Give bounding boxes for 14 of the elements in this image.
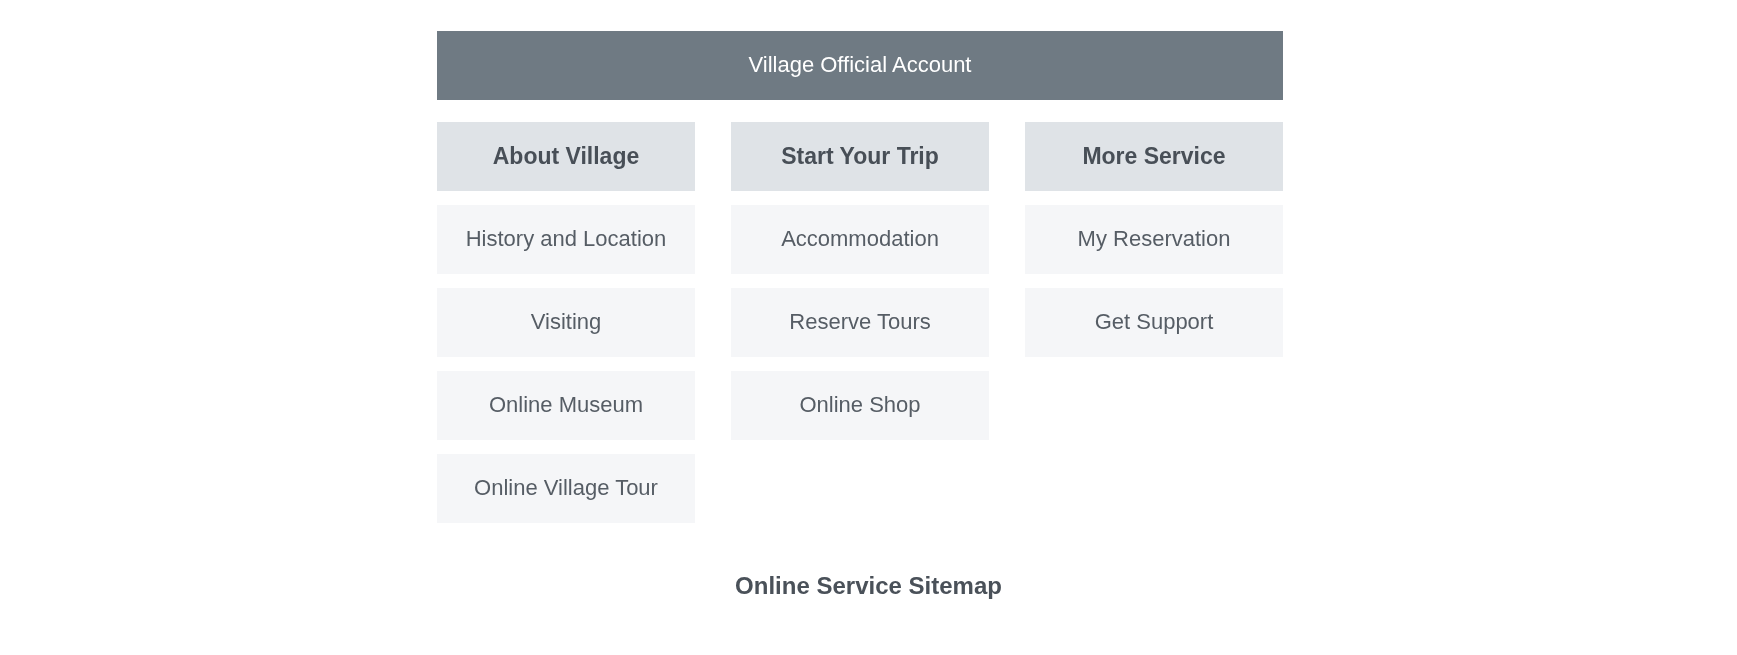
menu-item: Online Museum bbox=[437, 371, 695, 440]
menu-item: Online Village Tour bbox=[437, 454, 695, 523]
category-header: About Village bbox=[437, 122, 695, 191]
menu-item: Reserve Tours bbox=[731, 288, 989, 357]
menu-item: Online Shop bbox=[731, 371, 989, 440]
menu-item: My Reservation bbox=[1025, 205, 1283, 274]
title-bar: Village Official Account bbox=[437, 31, 1283, 100]
menu-item: History and Location bbox=[437, 205, 695, 274]
menu-item: Get Support bbox=[1025, 288, 1283, 357]
category-header: More Service bbox=[1025, 122, 1283, 191]
category-header: Start Your Trip bbox=[731, 122, 989, 191]
menu-item: Visiting bbox=[437, 288, 695, 357]
diagram-caption: Online Service Sitemap bbox=[735, 572, 1002, 599]
menu-item: Accommodation bbox=[731, 205, 989, 274]
